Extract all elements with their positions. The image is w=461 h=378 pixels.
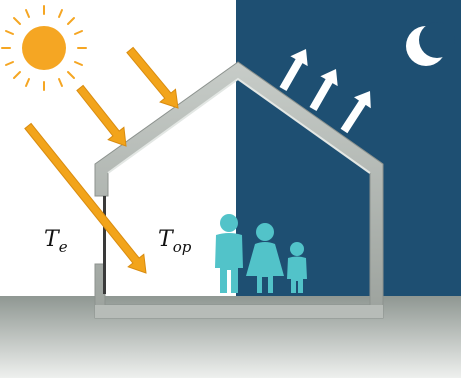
solar-radiation-arrows — [24, 46, 179, 274]
woman-icon — [246, 223, 284, 293]
window-glass — [103, 196, 106, 294]
sun-icon — [1, 5, 87, 91]
roof-highlight — [107, 77, 371, 174]
heat-loss-arrow-1 — [279, 49, 308, 91]
floor-slab — [95, 305, 383, 318]
family-icon — [215, 214, 307, 293]
operative-temperature-label: Top — [158, 227, 192, 256]
man-icon — [215, 214, 243, 293]
crescent-moon-icon — [406, 22, 455, 66]
heat-loss-arrow-3 — [340, 91, 371, 134]
heat-loss-arrows — [279, 49, 371, 134]
solar-ray-arrow-2 — [76, 84, 127, 147]
house — [94, 61, 384, 319]
outdoor-temperature-label: Te — [44, 227, 68, 256]
child-icon — [287, 242, 307, 293]
solar-ray-arrow-1 — [126, 46, 179, 109]
heat-loss-arrow-2 — [309, 69, 338, 111]
solar-ray-arrow-3 — [24, 122, 147, 274]
